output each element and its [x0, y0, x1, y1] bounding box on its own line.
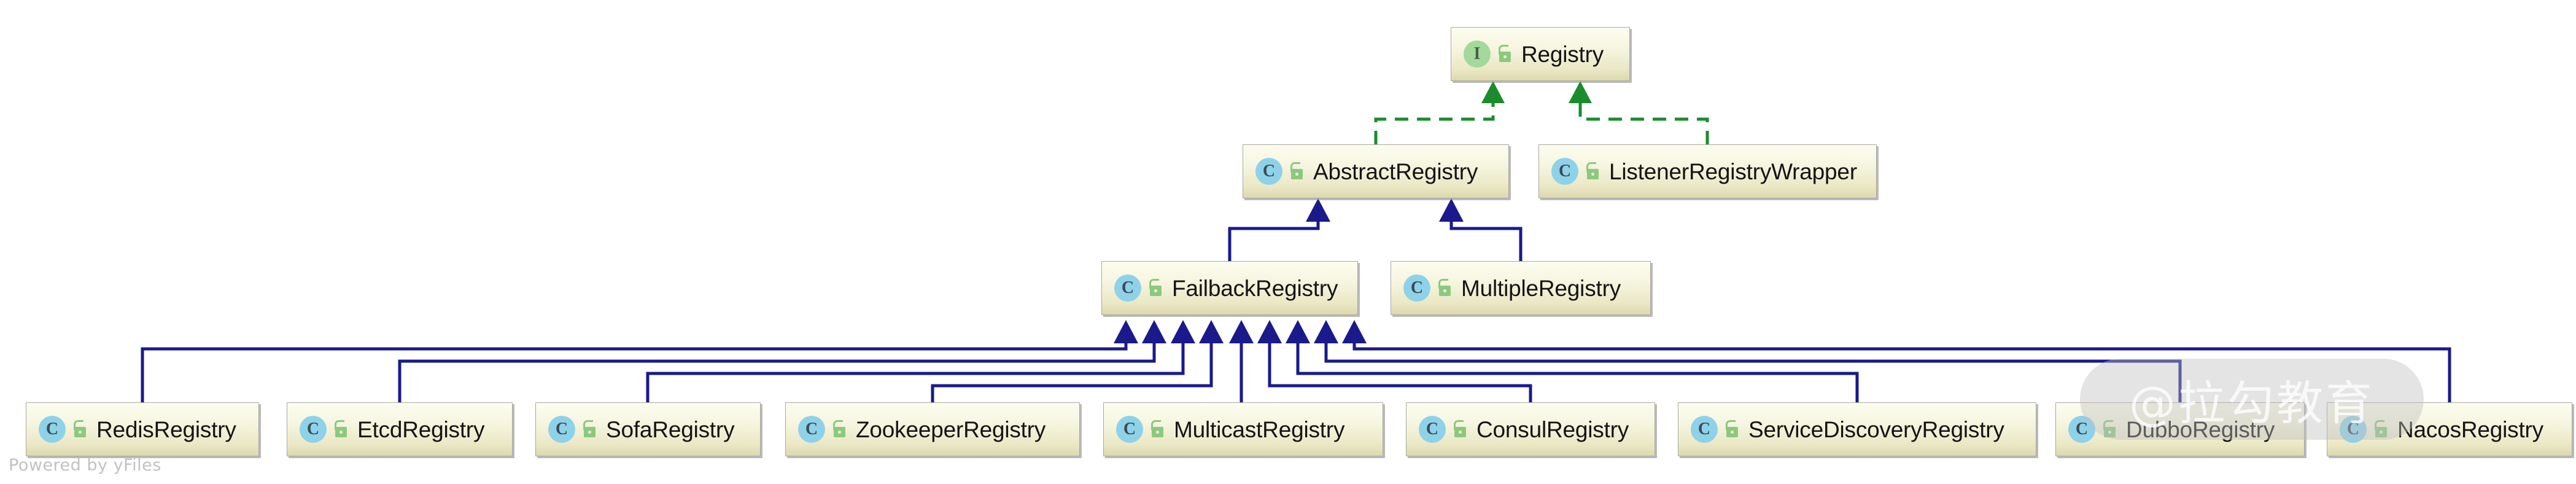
- node-label: SofaRegistry: [606, 416, 735, 442]
- edge-etcd-registry-to-failback-registry: [398, 320, 1166, 402]
- class-badge-icon: C: [2068, 416, 2095, 443]
- class-badge-icon: C: [2340, 416, 2367, 443]
- edge-sofa-registry-to-failback-registry: [646, 320, 1195, 402]
- node-sofa-registry[interactable]: C SofaRegistry: [535, 402, 761, 456]
- edge-multiple-registry-to-abstract-registry: [1439, 198, 1523, 261]
- class-badge-icon: C: [1551, 158, 1578, 185]
- node-label: RedisRegistry: [96, 416, 236, 442]
- class-badge-icon: C: [1116, 416, 1143, 443]
- unlocked-lock-icon: [831, 420, 847, 439]
- edge-failback-registry-to-abstract-registry: [1228, 198, 1330, 261]
- edge-abstract-registry-to-registry: [1374, 81, 1505, 144]
- unlocked-lock-icon: [1452, 420, 1468, 439]
- node-multicast-registry[interactable]: C MulticastRegistry: [1103, 402, 1383, 456]
- node-label: EtcdRegistry: [357, 416, 485, 442]
- edge-service-discovery-registry-to-failback-registry: [1286, 320, 1859, 402]
- node-label: MulticastRegistry: [1174, 416, 1345, 442]
- edge-dubbo-registry-to-failback-registry: [1314, 320, 2182, 402]
- node-label: ServiceDiscoveryRegistry: [1748, 416, 2004, 442]
- edge-consul-registry-to-failback-registry: [1257, 320, 1532, 402]
- class-badge-icon: C: [39, 416, 66, 443]
- unlocked-lock-icon: [333, 420, 349, 439]
- node-label: ConsulRegistry: [1476, 416, 1629, 442]
- unlocked-lock-icon: [1585, 162, 1600, 181]
- node-label: ListenerRegistryWrapper: [1609, 158, 1857, 184]
- node-label: Registry: [1521, 41, 1604, 67]
- edge-listener-registry-wrapper-to-registry: [1569, 81, 1709, 144]
- node-nacos-registry[interactable]: C NacosRegistry: [2327, 402, 2572, 456]
- interface-badge-icon: I: [1464, 41, 1491, 68]
- unlocked-lock-icon: [1724, 420, 1740, 439]
- edge-zookeeper-registry-to-failback-registry: [931, 320, 1224, 402]
- class-badge-icon: C: [1419, 416, 1446, 443]
- node-label: AbstractRegistry: [1313, 158, 1478, 184]
- unlocked-lock-icon: [2373, 420, 2389, 439]
- unlocked-lock-icon: [72, 420, 88, 439]
- class-badge-icon: C: [1255, 158, 1282, 185]
- unlocked-lock-icon: [581, 420, 597, 439]
- unlocked-lock-icon: [1147, 279, 1163, 297]
- node-failback-registry[interactable]: C FailbackRegistry: [1101, 261, 1358, 315]
- class-badge-icon: C: [1114, 275, 1141, 302]
- class-badge-icon: C: [798, 416, 825, 443]
- unlocked-lock-icon: [1149, 420, 1165, 439]
- unlocked-lock-icon: [1437, 279, 1453, 297]
- node-label: FailbackRegistry: [1172, 275, 1338, 301]
- node-label: NacosRegistry: [2397, 416, 2543, 442]
- class-badge-icon: C: [1691, 416, 1718, 443]
- node-multiple-registry[interactable]: C MultipleRegistry: [1391, 261, 1651, 315]
- unlocked-lock-icon: [1289, 162, 1305, 181]
- node-label: ZookeeperRegistry: [856, 416, 1046, 442]
- edge-redis-registry-to-failback-registry: [141, 320, 1138, 402]
- node-registry[interactable]: I Registry: [1451, 27, 1630, 81]
- edge-multicast-registry-to-failback-registry: [1229, 320, 1254, 402]
- class-badge-icon: C: [1403, 275, 1430, 302]
- node-listener-registry-wrapper[interactable]: C ListenerRegistryWrapper: [1538, 144, 1877, 198]
- node-label: DubboRegistry: [2126, 416, 2275, 442]
- class-badge-icon: C: [548, 416, 575, 443]
- unlocked-lock-icon: [2101, 420, 2117, 439]
- node-consul-registry[interactable]: C ConsulRegistry: [1406, 402, 1655, 456]
- edge-nacos-registry-to-failback-registry: [1342, 320, 2451, 402]
- node-zookeeper-registry[interactable]: C ZookeeperRegistry: [785, 402, 1080, 456]
- node-service-discovery-registry[interactable]: C ServiceDiscoveryRegistry: [1678, 402, 2036, 456]
- node-redis-registry[interactable]: C RedisRegistry: [26, 402, 259, 456]
- powered-by-label: Powered by yFiles: [9, 456, 161, 475]
- node-etcd-registry[interactable]: C EtcdRegistry: [287, 402, 513, 456]
- node-label: MultipleRegistry: [1461, 275, 1621, 301]
- class-badge-icon: C: [300, 416, 327, 443]
- unlocked-lock-icon: [1497, 45, 1513, 63]
- node-abstract-registry[interactable]: C AbstractRegistry: [1243, 144, 1509, 198]
- node-dubbo-registry[interactable]: C DubboRegistry: [2055, 402, 2305, 456]
